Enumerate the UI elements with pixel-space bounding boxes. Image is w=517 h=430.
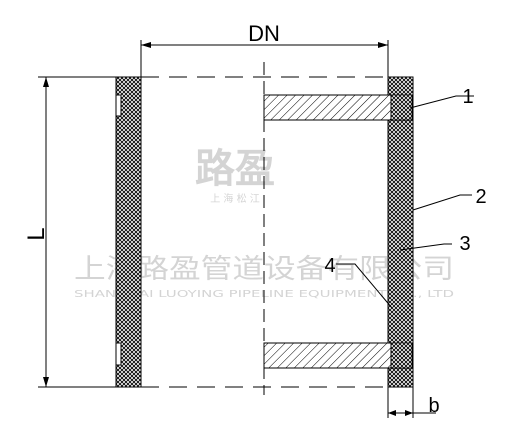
callout-4: 4	[324, 255, 335, 277]
right-wall	[387, 76, 414, 388]
left-wall-slot-bottom	[115, 342, 122, 366]
callout-1: 1	[462, 86, 473, 108]
dn-label: DN	[248, 21, 280, 46]
left-wall	[115, 76, 142, 388]
pipe-ends	[141, 76, 388, 388]
liner-band-bottom	[263, 342, 392, 369]
callout-2: 2	[475, 186, 486, 208]
b-label: b	[428, 395, 439, 417]
watermark-logo-subtext: 上 海 松 江	[210, 192, 260, 205]
callout-leaders	[336, 95, 474, 309]
length-dimension	[38, 76, 116, 388]
b-dimension	[387, 387, 436, 418]
left-wall-slot-top	[115, 94, 122, 117]
callout-3: 3	[459, 233, 470, 255]
length-label: L	[23, 227, 50, 240]
dn-dimension	[140, 40, 389, 77]
liner-band-top	[263, 94, 392, 121]
watermark-logo: 路盈	[195, 146, 275, 192]
